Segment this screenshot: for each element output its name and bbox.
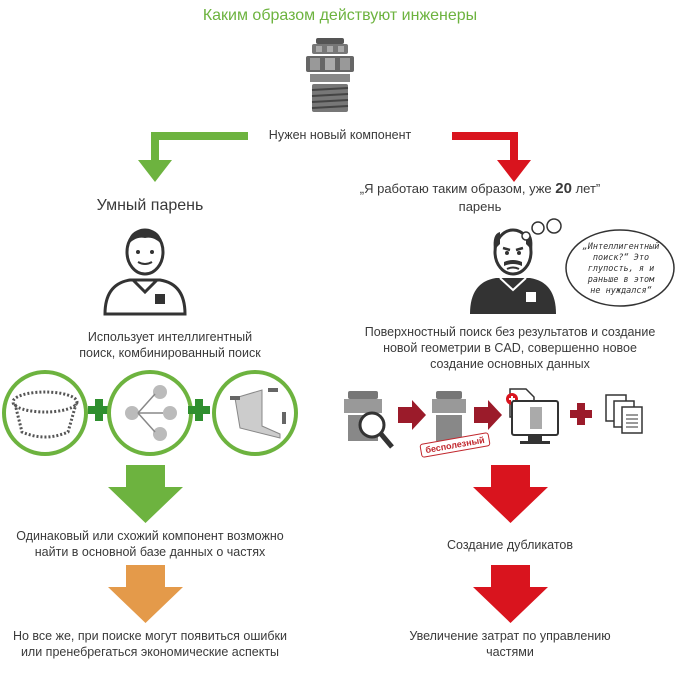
green-branch-arrow	[138, 132, 248, 182]
process-arrow	[474, 400, 502, 430]
text-line: найти в основной базе данных о частях	[34, 545, 266, 559]
thought-line: „Интеллигентный	[582, 242, 660, 252]
page-title: Каким образом действуют инженеры	[202, 7, 478, 24]
geometry-search-icon	[212, 370, 298, 456]
thought-line: глупость, я и	[587, 264, 655, 274]
documents-icon	[605, 394, 643, 434]
cable-gland-icon	[306, 38, 354, 112]
smart-result-text: Одинаковый или схожий компонент возможно…	[0, 528, 300, 560]
orange-down-arrow	[108, 565, 183, 623]
thought-line: раньше в этом	[587, 275, 655, 285]
process-arrow	[398, 400, 426, 430]
text-line: Поверхностный поиск без результатов и со…	[364, 325, 656, 339]
plus-icon	[570, 403, 592, 425]
plus-icon	[88, 399, 110, 421]
old-process-row	[344, 388, 643, 449]
old-guy-icon	[470, 228, 556, 314]
text-line: частями	[486, 645, 534, 659]
text-line: или пренебрегаться экономические аспекты	[20, 645, 280, 659]
thought-text: „Интеллигентный поиск?“ Это глупость, я …	[566, 242, 676, 297]
smart-warning-text: Но все же, при поиске могут появиться ош…	[0, 628, 300, 660]
search-methods-row	[2, 370, 298, 456]
text-line: создание основных данных	[430, 357, 590, 371]
text-line: Одинаковый или схожий компонент возможно	[16, 529, 284, 543]
duplicates-text: Создание дубликатов	[446, 538, 573, 552]
plus-icon	[188, 399, 210, 421]
heading-quote-post: лет”	[571, 181, 601, 196]
gland-magnifier-icon	[344, 391, 394, 449]
classification-search-icon	[107, 370, 193, 456]
text-line: новой геометрии в CAD, совершенно новое	[383, 341, 637, 355]
smart-method-text: Использует интеллигентный поиск, комбини…	[30, 329, 310, 361]
smart-guy-icon	[103, 228, 187, 316]
text-line: Использует интеллигентный	[87, 330, 253, 344]
thought-line: поиск?“ Это	[592, 253, 650, 263]
old-method-text: Поверхностный поиск без результатов и со…	[345, 324, 675, 372]
sketch-search-icon	[2, 370, 88, 456]
heading-line2: парень	[458, 199, 502, 214]
monitor-icon	[511, 400, 559, 444]
thought-line: не нуждался“	[590, 286, 652, 296]
smart-guy-heading: Умный парень	[96, 197, 204, 214]
heading-years: 20	[555, 180, 572, 197]
start-label: Нужен новый компонент	[268, 128, 412, 142]
text-line: Но все же, при поиске могут появиться ош…	[12, 629, 288, 643]
red-down-arrow-2	[473, 565, 548, 623]
text-line: Увеличение затрат по управлению	[409, 629, 611, 643]
heading-quote-pre: „Я работаю таким образом, уже	[359, 181, 556, 196]
green-down-arrow	[108, 465, 183, 523]
red-branch-arrow	[452, 132, 531, 182]
text-line: поиск, комбинированный поиск	[79, 346, 261, 360]
gland-icon	[432, 391, 466, 441]
red-down-arrow	[473, 465, 548, 523]
old-guy-heading: „Я работаю таким образом, уже 20 лет” па…	[330, 180, 630, 216]
costs-text: Увеличение затрат по управлению частями	[390, 628, 630, 660]
thought-bubble-icon	[521, 218, 675, 307]
